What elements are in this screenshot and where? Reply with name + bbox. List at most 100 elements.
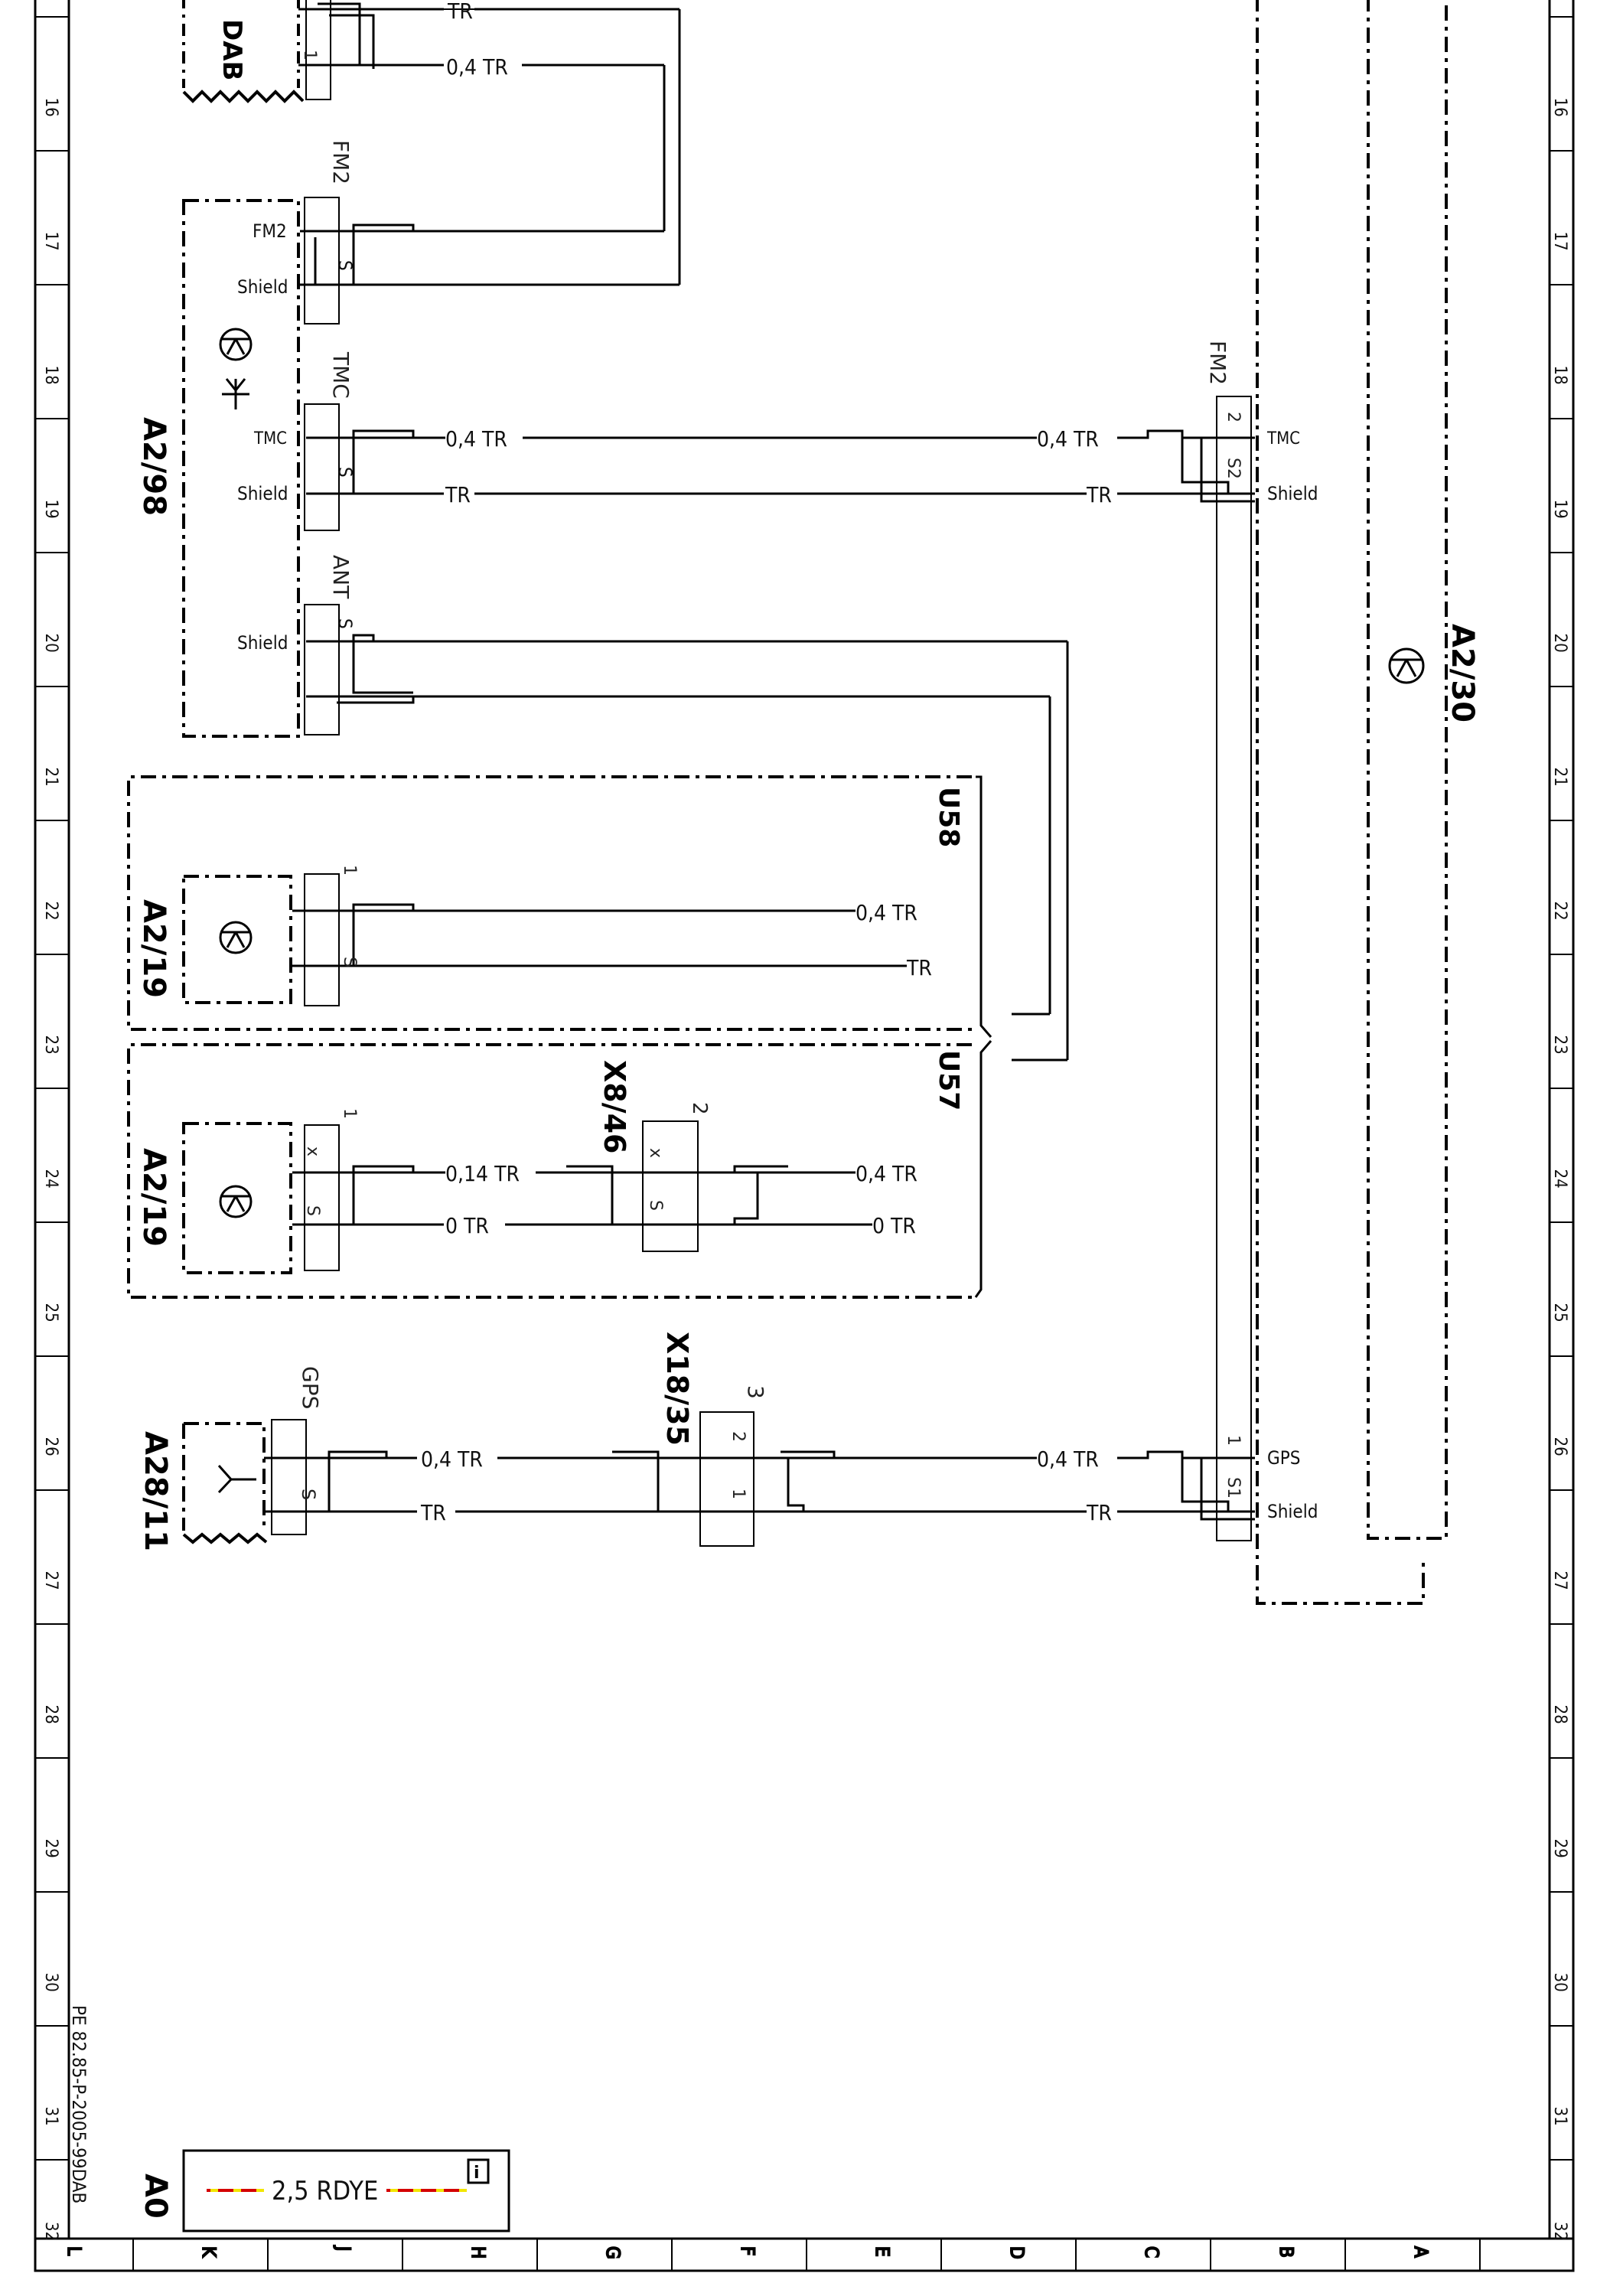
- pin-marker-dab-1: 1: [300, 50, 319, 60]
- wire-label-u58-s: TR: [906, 955, 932, 980]
- connector-label-gps: GPS: [298, 1366, 323, 1409]
- row-number-right: 24: [1550, 1169, 1569, 1189]
- row-number-right: 17: [1550, 232, 1569, 251]
- row-number-right: 23: [1550, 1035, 1569, 1055]
- a2-19-u58-label: A2/19: [136, 899, 171, 998]
- row-number-right: 28: [1550, 1705, 1569, 1724]
- pin-marker-gps-1: 1: [1224, 1435, 1243, 1446]
- row-number-right: 18: [1550, 366, 1569, 385]
- row-number-left: 28: [41, 1705, 60, 1724]
- column-letter: A: [1410, 2246, 1432, 2258]
- info-icon[interactable]: i: [467, 2158, 490, 2184]
- row-grid: [35, 16, 1573, 2161]
- row-number-right: 26: [1550, 1437, 1569, 1456]
- column-letter: G: [602, 2246, 624, 2259]
- pin-label-fm2: FM2: [253, 220, 287, 242]
- a28-11-module: [182, 1422, 268, 1544]
- pin-marker-x18-35-2: 2: [728, 1431, 748, 1442]
- row-number-left: 29: [41, 1839, 60, 1858]
- a0-label: A0: [138, 2174, 173, 2219]
- sheet-frame: [34, 0, 1575, 2272]
- row-number-left: 19: [41, 500, 60, 519]
- row-number-left: 22: [41, 902, 60, 921]
- a2-98-module: [182, 199, 300, 738]
- pin-marker-gps-s1: S1: [1224, 1477, 1243, 1499]
- column-letter: E: [872, 2246, 893, 2257]
- pin-marker-ant-s: S: [334, 618, 356, 629]
- legend-wire-label: 2,5 RDYE: [272, 2176, 378, 2206]
- row-number-left: 25: [41, 1303, 60, 1322]
- pin-marker-fm2-s: S: [334, 260, 356, 271]
- wire-label-u58-1: 0,4 TR: [856, 900, 917, 925]
- pin-marker-u57-x: x: [303, 1146, 322, 1156]
- row-number-left: 24: [41, 1169, 60, 1189]
- row-number-left: 32: [41, 2222, 60, 2241]
- gps-wiring: [264, 1411, 1255, 1547]
- svg-text:i: i: [474, 2164, 480, 2183]
- wire-label-gps-right: 0,4 TR: [1037, 1446, 1099, 1472]
- wire-label-tmc-shield-right: TR: [1086, 482, 1112, 507]
- row-number-right: 22: [1550, 902, 1569, 921]
- row-number-right: 21: [1550, 768, 1569, 787]
- u58-module: [127, 775, 972, 1031]
- pin-label-fm2-shield: Shield: [237, 276, 288, 298]
- a2-30-pin-tmc: TMC: [1266, 429, 1300, 448]
- column-letter: C: [1141, 2246, 1162, 2258]
- column-letter: F: [737, 2246, 758, 2255]
- column-letter: L: [64, 2246, 85, 2255]
- row-number-right: 30: [1550, 1973, 1569, 1992]
- a28-11-label: A28/11: [138, 1431, 173, 1551]
- pin-label-tmc: TMC: [253, 429, 287, 448]
- wire-label-tmc-right: 0,4 TR: [1037, 426, 1099, 452]
- u58-label: U58: [933, 787, 964, 847]
- column-letter: D: [1006, 2246, 1028, 2259]
- wire-label-tmc-shield-left: TR: [445, 482, 471, 507]
- row-number-right: 19: [1550, 500, 1569, 519]
- a28-11-antenna-icon: [217, 1465, 256, 1494]
- a2-30-pin-gps: GPS: [1267, 1447, 1300, 1469]
- connector-label-tmc: TMC: [328, 351, 354, 399]
- a2-30-symbol: [1388, 647, 1425, 684]
- column-letter: H: [468, 2246, 489, 2258]
- wire-label-u57-s-left: 0 TR: [445, 1213, 489, 1238]
- dab-wiring: [298, 0, 681, 285]
- dab-label: DAB: [217, 19, 247, 80]
- row-number-left: 18: [41, 366, 60, 385]
- pin-marker-x18-35-1: 1: [728, 1489, 748, 1499]
- a2-98-wiring: [300, 197, 1087, 1062]
- wire-label-u57-x-right: 0,4 TR: [856, 1161, 917, 1186]
- row-number-left: 21: [41, 768, 60, 787]
- pin-marker-u58-s: S: [340, 957, 359, 967]
- a2-30-label: A2/30: [1445, 624, 1480, 722]
- u57-module: [127, 1043, 972, 1299]
- connector-label-fm2-right: FM2: [1205, 341, 1230, 385]
- row-number-right: 32: [1550, 2222, 1569, 2241]
- row-number-left: 23: [41, 1035, 60, 1055]
- a2-19-u58-symbol: [219, 921, 253, 954]
- wire-label-tmc-left: 0,4 TR: [445, 426, 507, 452]
- pin-label-tmc-shield: Shield: [237, 483, 288, 504]
- column-letter: K: [198, 2246, 220, 2258]
- a2-30-tmc-wiring: [1117, 396, 1255, 1541]
- a2-30-pin-gps-shield: Shield: [1267, 1501, 1318, 1522]
- x8-46-label: X8/46: [598, 1060, 631, 1154]
- wire-label-dab-2: 0,4 TR: [446, 54, 508, 80]
- column-letter: J: [333, 2245, 354, 2251]
- dab-module: [182, 0, 305, 103]
- wire-label-gps-left: 0,4 TR: [421, 1446, 483, 1472]
- pin-marker-x18-35-3: 3: [743, 1385, 768, 1399]
- pin-marker-u58-1: 1: [340, 865, 359, 876]
- wire-label-gps-shield-left: TR: [420, 1500, 446, 1525]
- wire-label-dab-top: TR: [447, 0, 473, 24]
- row-number-right: 29: [1550, 1839, 1569, 1858]
- a2-19-u57-symbol: [219, 1185, 253, 1218]
- a2-30-pin-tmc-shield: Shield: [1267, 483, 1318, 504]
- pin-marker-x8-46-2: 2: [688, 1102, 711, 1115]
- pin-marker-u57-1: 1: [340, 1108, 359, 1119]
- pin-marker-tmc-2: 2: [1224, 412, 1243, 422]
- a2-19-u57-label: A2/19: [136, 1148, 171, 1247]
- wire-label-gps-shield-right: TR: [1086, 1500, 1112, 1525]
- pin-label-ant-shield: Shield: [237, 632, 288, 654]
